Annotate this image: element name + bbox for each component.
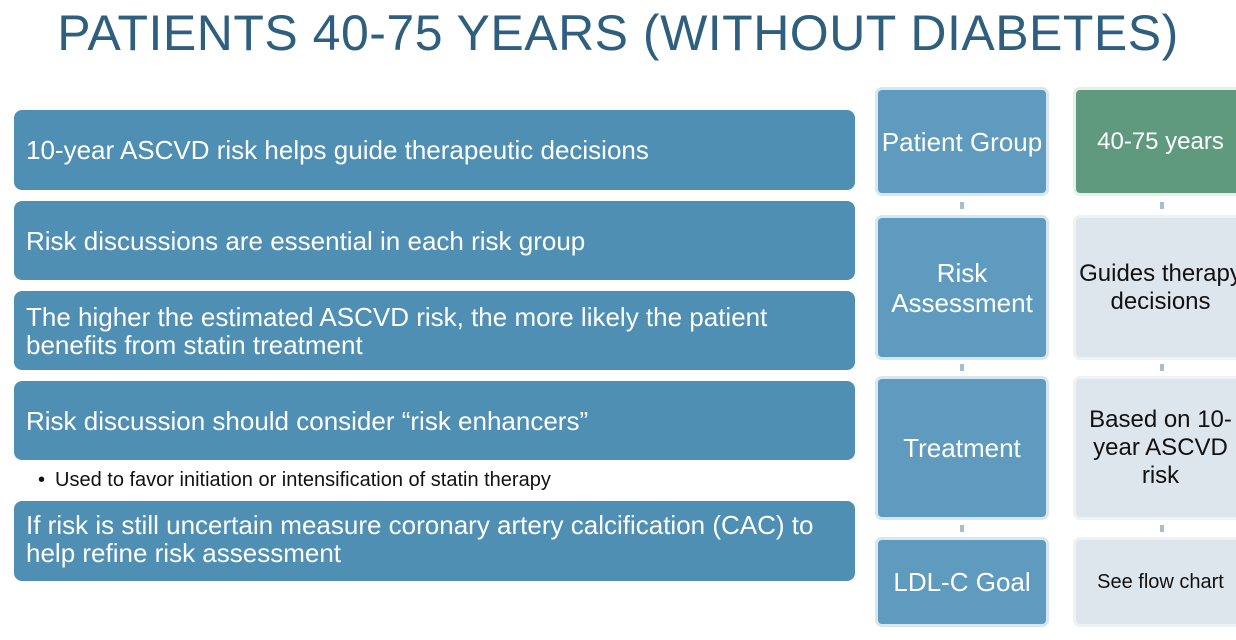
ldl-goal-value-box: See flow chart — [1073, 537, 1236, 627]
treatment-label: Treatment — [903, 433, 1021, 463]
bullet-dot-icon: • — [38, 469, 46, 491]
bullet-bar-2: Risk discussions are essential in each r… — [14, 201, 855, 280]
patient-group-value-box: 40-75 years — [1073, 87, 1236, 196]
patient-group-box: Patient Group — [875, 87, 1049, 196]
slide-title: PATIENTS 40-75 YEARS (WITHOUT DIABETES) — [57, 5, 1179, 61]
treatment-value-box: Based on 10-year ASCVD risk — [1073, 376, 1236, 520]
ldl-goal-value: See flow chart — [1097, 571, 1224, 593]
connector-2 — [960, 364, 964, 371]
bullet-bar-5: If risk is still uncertain measure coron… — [14, 501, 855, 581]
connector-5 — [1160, 364, 1164, 371]
sub-bullet-text: Used to favor initiation or intensificat… — [55, 469, 551, 491]
connector-1 — [960, 202, 964, 209]
risk-assessment-value: Guides therapy decisions — [1079, 259, 1236, 315]
risk-assessment-label: Risk Assessment — [891, 257, 1033, 318]
connector-4 — [1160, 202, 1164, 209]
patient-group-label: Patient Group — [881, 126, 1043, 157]
bullet-bar-4: Risk discussion should consider “risk en… — [14, 381, 855, 460]
bullet-bar-1: 10-year ASCVD risk helps guide therapeut… — [14, 110, 855, 190]
connector-6 — [1160, 525, 1164, 532]
risk-assessment-value-box: Guides therapy decisions — [1073, 215, 1236, 360]
ldl-goal-label: LDL-C Goal — [893, 567, 1031, 597]
treatment-box: Treatment — [875, 376, 1049, 520]
ldl-goal-box: LDL-C Goal — [875, 537, 1049, 627]
patient-group-value: 40-75 years — [1097, 127, 1224, 155]
connector-3 — [960, 525, 964, 532]
sub-bullet: • Used to favor initiation or intensifica… — [38, 469, 551, 492]
bullet-bar-3: The higher the estimated ASCVD risk, the… — [14, 291, 855, 370]
treatment-value: Based on 10-year ASCVD risk — [1089, 406, 1232, 489]
risk-assessment-box: Risk Assessment — [875, 215, 1049, 360]
